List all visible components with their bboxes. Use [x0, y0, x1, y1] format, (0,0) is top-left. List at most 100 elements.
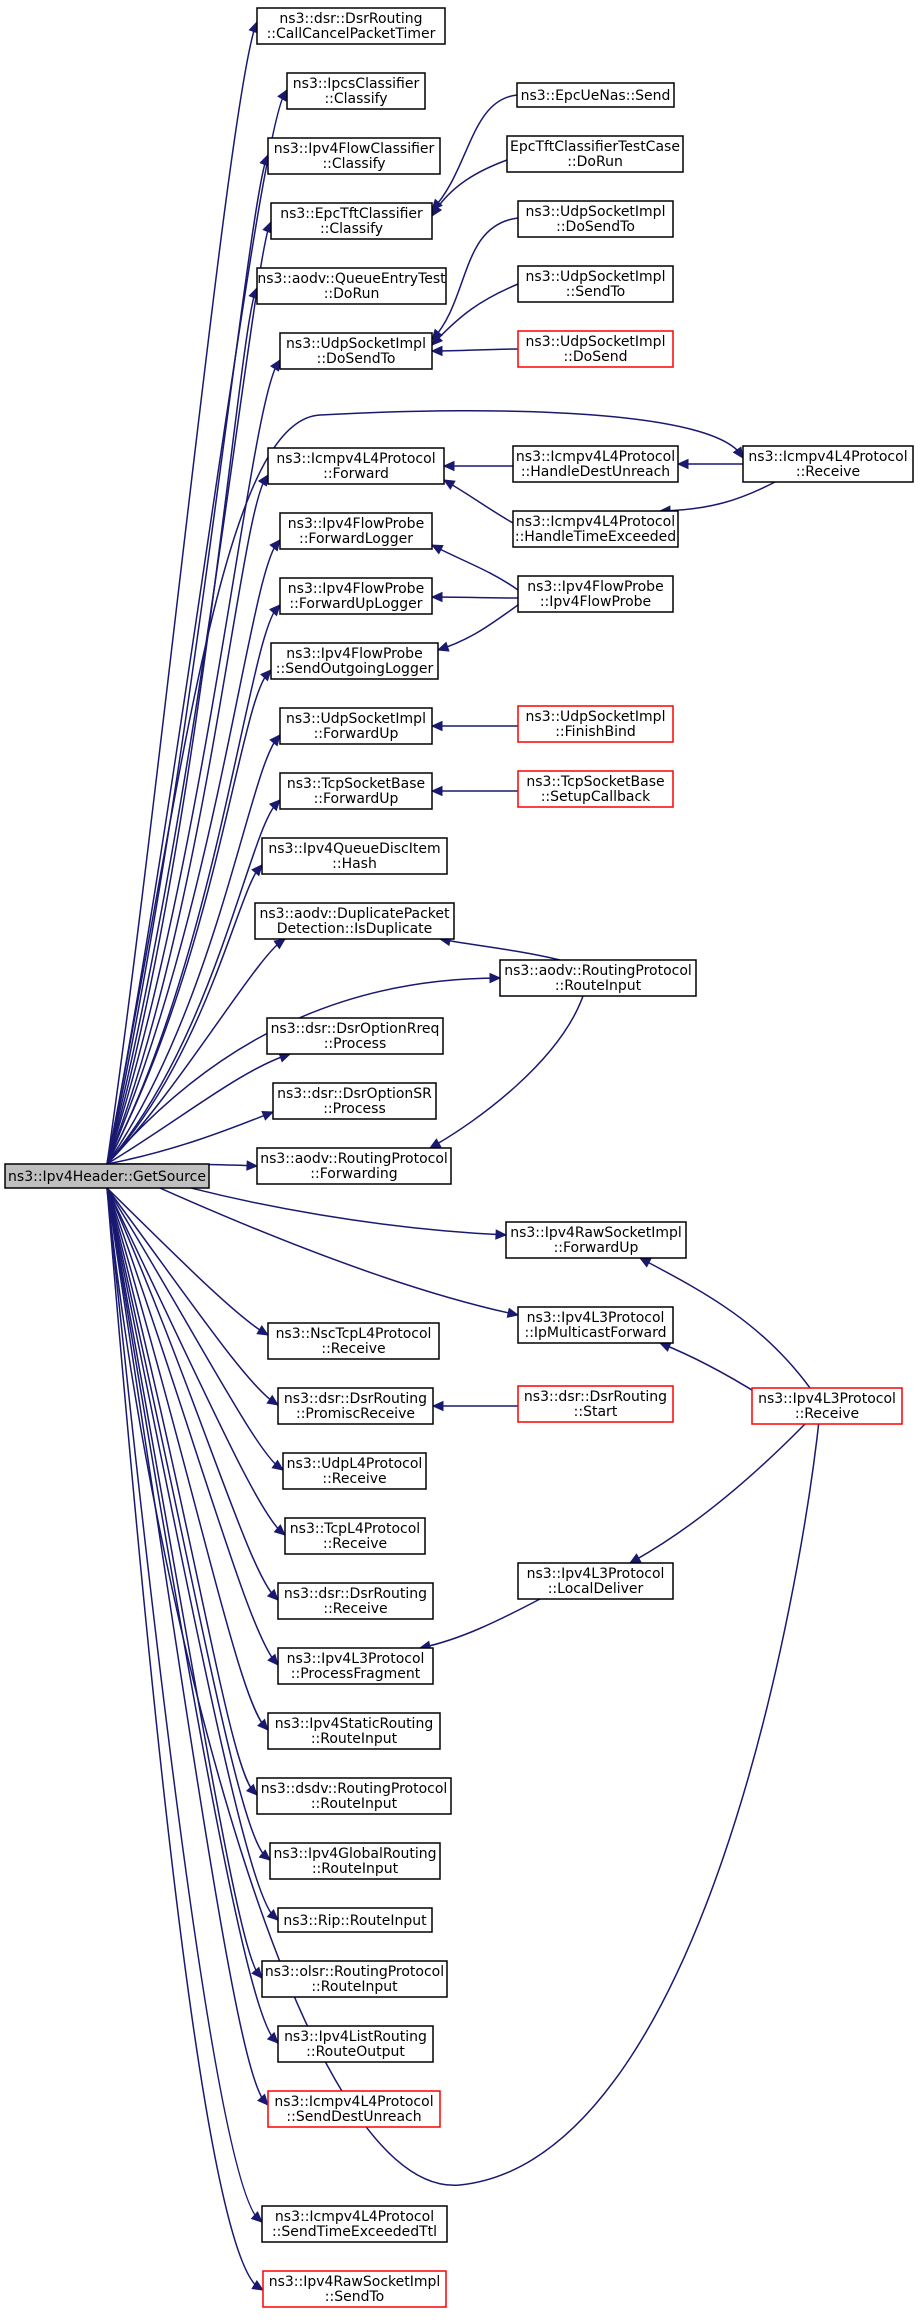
node-ns3-udpsocketimpl-finishbind[interactable]: ns3::UdpSocketImpl::FinishBind — [517, 705, 674, 743]
node-ns3-ipv4flowprobe-ipv4flowprobe[interactable]: ns3::Ipv4FlowProbe::Ipv4FlowProbe — [517, 575, 674, 613]
edge-arrowhead — [506, 1307, 520, 1318]
edge-arrowhead — [266, 1394, 280, 1406]
node-box — [286, 72, 426, 110]
node-ns3-icmpv4l4protocol-senddestunreach[interactable]: ns3::Icmpv4L4Protocol::SendDestUnreach — [267, 2090, 441, 2128]
node-label: ns3::UdpSocketImpl — [286, 711, 426, 727]
node-label: ::Receive — [322, 1471, 386, 1487]
node-box — [505, 1221, 687, 1259]
call-edge-n_flowprobe-to-n_fwduplogger — [430, 591, 519, 603]
node-ns3-dsr-dsroptionrreq-process[interactable]: ns3::dsr::DsrOptionRreq::Process — [266, 1017, 444, 1055]
edge-arrowhead — [732, 446, 744, 459]
edge-line — [106, 1187, 279, 1406]
node-ns3-aodv-queueentrytest-dorun[interactable]: ns3::aodv::QueueEntryTest::DoRun — [256, 267, 447, 305]
node-box — [279, 512, 433, 550]
node-label: ns3::dsr::DsrRouting — [284, 1586, 427, 1602]
node-ns3-ipv4queuediscitem-hash[interactable]: ns3::Ipv4QueueDiscItem::Hash — [261, 837, 448, 875]
node-box — [516, 82, 675, 108]
call-edge-n_promisc-to-root — [106, 1187, 280, 1406]
node-ns3-udpl4protocol-receive[interactable]: ns3::UdpL4Protocol::Receive — [282, 1452, 427, 1490]
call-edge-n_epcuenas-to-n_epctftclass — [431, 94, 518, 211]
node-ns3-udpsocketimpl-dosend[interactable]: ns3::UdpSocketImpl::DoSend — [517, 330, 674, 368]
node-ns3-nsctcpl4protocol-receive[interactable]: ns3::NscTcpL4Protocol::Receive — [267, 1322, 440, 1360]
edge-line — [431, 596, 519, 599]
node-ns3-aodv-routingprotocol-routeinput[interactable]: ns3::aodv::RoutingProtocol::RouteInput — [499, 959, 697, 997]
node-label: Detection::IsDuplicate — [277, 921, 433, 937]
node-ns3-udpsocketimpl-dosendto[interactable]: ns3::UdpSocketImpl::DoSendTo — [517, 200, 674, 238]
node-ns3-ipv4listrouting-routeoutput[interactable]: ns3::Ipv4ListRouting::RouteOutput — [277, 2025, 434, 2063]
node-ns3-icmpv4l4protocol-receive[interactable]: ns3::Icmpv4L4Protocol::Receive — [742, 445, 914, 483]
call-edge-n_dsdvri-to-root — [106, 1187, 258, 1796]
edge-line — [106, 1187, 263, 1979]
call-edge-n_listro-to-root — [106, 1187, 279, 2044]
node-ns3-tcpsocketbase-setupcallback[interactable]: ns3::TcpSocketBase::SetupCallback — [517, 770, 674, 808]
node-ns3-epcuenas-send[interactable]: ns3::EpcUeNas::Send — [516, 82, 675, 108]
node-ns3-icmpv4l4protocol-forward[interactable]: ns3::Icmpv4L4Protocol::Forward — [267, 447, 445, 485]
edges-layer — [106, 20, 825, 2291]
node-ns3-icmpv4l4protocol-handledestunreach[interactable]: ns3::Icmpv4L4Protocol::HandleDestUnreach — [512, 445, 679, 483]
node-ns3-ipv4flowclassifier-classify[interactable]: ns3::Ipv4FlowClassifier::Classify — [267, 137, 441, 175]
node-ns3-ipv4header-getsource[interactable]: ns3::Ipv4Header::GetSource — [4, 1163, 210, 1189]
node-ns3-ipv4l3protocol-receive[interactable]: ns3::Ipv4L3Protocol::Receive — [751, 1387, 903, 1425]
node-ns3-ipcsclassifier-classify[interactable]: ns3::IpcsClassifier::Classify — [286, 72, 426, 110]
node-ns3-icmpv4l4protocol-sendtimeexceededttl[interactable]: ns3::Icmpv4L4Protocol::SendTimeExceededT… — [261, 2205, 448, 2243]
node-ns3-dsr-dsrrouting-receive[interactable]: ns3::dsr::DsrRouting::Receive — [277, 1582, 434, 1620]
node-label: ns3::Ipv4FlowProbe — [288, 581, 424, 597]
node-ns3-udpsocketimpl-forwardup[interactable]: ns3::UdpSocketImpl::ForwardUp — [279, 707, 433, 745]
node-ns3-udpsocketimpl-dosendto[interactable]: ns3::UdpSocketImpl::DoSendTo — [279, 332, 433, 370]
node-box — [742, 445, 914, 483]
edge-arrowhead — [431, 204, 443, 218]
node-box — [254, 902, 455, 940]
node-ns3-dsdv-routingprotocol-routeinput[interactable]: ns3::dsdv::RoutingProtocol::RouteInput — [256, 1777, 452, 1815]
edge-line — [106, 1187, 258, 1796]
node-ns3-ipv4rawsocketimpl-sendto[interactable]: ns3::Ipv4RawSocketImpl::SendTo — [262, 2270, 447, 2308]
node-ns3-olsr-routingprotocol-routeinput[interactable]: ns3::olsr::RoutingProtocol::RouteInput — [261, 1960, 448, 1998]
node-ns3-dsr-dsrrouting-start[interactable]: ns3::dsr::DsrRouting::Start — [517, 1385, 674, 1423]
node-ns3-ipv4flowprobe-sendoutgoinglogger[interactable]: ns3::Ipv4FlowProbe::SendOutgoingLogger — [270, 642, 439, 680]
node-box — [517, 265, 674, 303]
node-box — [267, 447, 445, 485]
node-box — [277, 1907, 433, 1933]
node-box — [277, 1647, 434, 1685]
node-ns3-dsr-dsrrouting-promiscreceive[interactable]: ns3::dsr::DsrRouting::PromiscReceive — [277, 1387, 434, 1425]
node-ns3-ipv4l3protocol-processfragment[interactable]: ns3::Ipv4L3Protocol::ProcessFragment — [277, 1647, 434, 1685]
edge-arrowhead — [428, 1138, 442, 1149]
edge-arrowhead — [266, 2031, 279, 2044]
node-ns3-rip-routeinput[interactable]: ns3::Rip::RouteInput — [277, 1907, 433, 1933]
node-box — [270, 642, 439, 680]
node-ns3-ipv4l3protocol-localdeliver[interactable]: ns3::Ipv4L3Protocol::LocalDeliver — [517, 1562, 674, 1600]
node-ns3-dsr-dsroptionsr-process[interactable]: ns3::dsr::DsrOptionSR::Process — [272, 1082, 437, 1120]
node-box — [277, 2025, 434, 2063]
node-ns3-ipv4staticrouting-routeinput[interactable]: ns3::Ipv4StaticRouting::RouteInput — [267, 1712, 441, 1750]
node-ns3-tcpsocketbase-forwardup[interactable]: ns3::TcpSocketBase::ForwardUp — [279, 772, 433, 810]
node-label: ::HandleDestUnreach — [521, 464, 670, 480]
node-ns3-icmpv4l4protocol-handletimeexceeded[interactable]: ns3::Icmpv4L4Protocol::HandleTimeExceede… — [512, 510, 679, 548]
edge-line — [106, 1187, 279, 1601]
node-label: ::CallCancelPacketTimer — [267, 26, 436, 42]
call-edge-n_qdischash-to-root — [106, 864, 263, 1165]
edge-line — [106, 1187, 286, 1536]
edge-arrowhead — [251, 1966, 263, 1979]
node-ns3-ipv4rawsocketimpl-forwardup[interactable]: ns3::Ipv4RawSocketImpl::ForwardUp — [505, 1221, 687, 1259]
call-edge-n_finishbind-to-n_udpfwdup — [430, 720, 519, 732]
node-ns3-ipv4flowprobe-forwarduplogger[interactable]: ns3::Ipv4FlowProbe::ForwardUpLogger — [279, 577, 433, 615]
node-ns3-ipv4globalrouting-routeinput[interactable]: ns3::Ipv4GlobalRouting::RouteInput — [269, 1842, 441, 1880]
edge-line — [106, 21, 258, 1165]
node-ns3-dsr-dsrrouting-callcancelpackettimer[interactable]: ns3::dsr::DsrRouting::CallCancelPacketTi… — [256, 7, 446, 45]
call-edge-n_flowprobe-to-n_sendoutlogger — [436, 604, 519, 652]
edge-line — [639, 1257, 811, 1389]
node-epctftclassifiertestcase-dorun[interactable]: EpcTftClassifierTestCase::DoRun — [506, 135, 684, 173]
node-ns3-ipv4flowprobe-forwardlogger[interactable]: ns3::Ipv4FlowProbe::ForwardLogger — [279, 512, 433, 550]
edge-line — [431, 283, 519, 346]
node-ns3-tcpl4protocol-receive[interactable]: ns3::TcpL4Protocol::Receive — [284, 1517, 426, 1555]
node-ns3-aodv-duplicatepacketdetection-isduplicate[interactable]: ns3::aodv::DuplicatePacketDetection::IsD… — [254, 902, 455, 940]
node-ns3-ipv4l3protocol-ipmulticastforward[interactable]: ns3::Ipv4L3Protocol::IpMulticastForward — [517, 1306, 674, 1344]
edge-arrowhead — [269, 734, 281, 747]
call-edge-n_udpl4-to-root — [106, 1187, 284, 1471]
node-label: ::Process — [324, 1036, 387, 1052]
node-ns3-aodv-routingprotocol-forwarding[interactable]: ns3::aodv::RoutingProtocol::Forwarding — [256, 1147, 452, 1185]
node-label: ::Forwarding — [310, 1166, 397, 1182]
edge-line — [106, 359, 281, 1165]
node-ns3-epctftclassifier-classify[interactable]: ns3::EpcTftClassifier::Classify — [270, 202, 433, 240]
node-ns3-udpsocketimpl-sendto[interactable]: ns3::UdpSocketImpl::SendTo — [517, 265, 674, 303]
